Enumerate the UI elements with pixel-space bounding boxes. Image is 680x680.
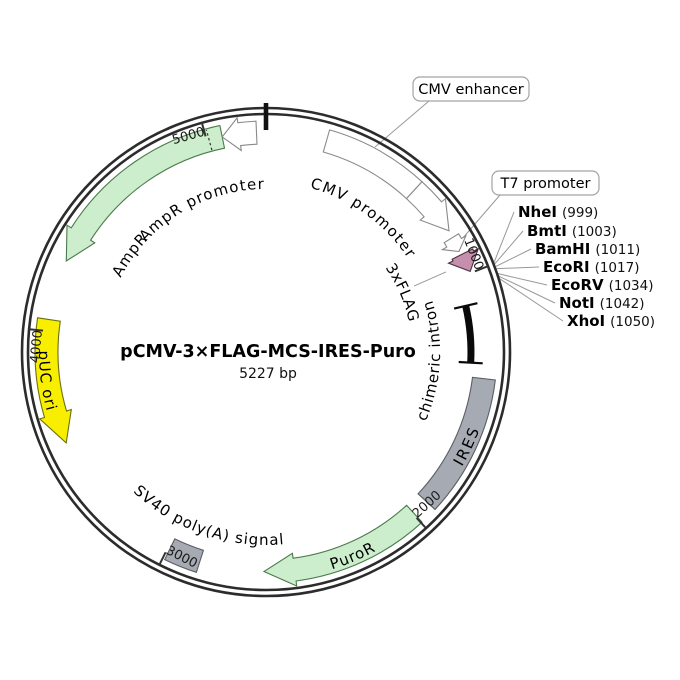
plasmid-title: pCMV-3×FLAG-MCS-IRES-Puro <box>120 342 416 362</box>
tick-2000 <box>415 517 427 529</box>
feature-chimeric-intron-cap-0 <box>453 302 478 310</box>
callouts-layer: CMV enhancer T7 promoter <box>412 76 600 196</box>
callout-t7-promoter-label: T7 promoter <box>500 176 591 192</box>
enzyme-BmtI-line <box>493 230 524 266</box>
enzyme-XhoI-line <box>498 277 564 322</box>
tick-3000 <box>158 551 167 566</box>
feature-sv40-polya[interactable] <box>163 538 205 573</box>
feature-cmv-promoter[interactable] <box>405 180 450 232</box>
feature-ampr-divider <box>205 129 213 151</box>
leader-lines-layer <box>374 100 564 322</box>
enzyme-BamHI-line <box>494 248 532 268</box>
enzyme-EcoRI-line <box>495 266 540 270</box>
enzyme-NotI[interactable]: NotI(1042) <box>559 294 645 312</box>
enzyme-NheI-line <box>493 211 515 264</box>
enzyme-NheI[interactable]: NheI(999) <box>518 203 598 221</box>
feature-label-sv40-polya: SV40 poly(A) signal <box>130 481 285 549</box>
feature-ampr[interactable] <box>65 124 226 263</box>
callout-cmv-enhancer-label: CMV enhancer <box>418 82 523 98</box>
callout-t7-promoter-box[interactable] <box>491 170 600 196</box>
features-layer <box>34 116 496 587</box>
callout-t7-promoter-line <box>461 194 501 240</box>
callout-cmv-enhancer-line <box>374 100 430 148</box>
enzyme-BmtI[interactable]: BmtI(1003) <box>527 222 617 240</box>
tick-5000 <box>200 122 207 137</box>
feature-ires[interactable] <box>417 376 496 511</box>
feature-chimeric-intron-cap-1 <box>458 360 483 365</box>
tick-4000 <box>28 328 44 332</box>
enzyme-EcoRI[interactable]: EcoRI(1017) <box>543 258 639 276</box>
feature-flag-3x-leader-line <box>413 271 447 287</box>
feature-flag-3x[interactable] <box>447 247 480 273</box>
enzyme-EcoRV[interactable]: EcoRV(1034) <box>551 276 654 294</box>
feature-puror[interactable] <box>262 504 423 587</box>
feature-t7-promoter[interactable] <box>440 233 467 253</box>
tick-label-4000: 4000 <box>28 329 46 363</box>
enzyme-labels-layer: NheI(999)BmtI(1003)BamHI(1011)EcoRI(1017… <box>518 203 655 330</box>
feature-label-ampr-promoter: AmpR promoter <box>135 175 265 245</box>
enzyme-NotI-line <box>497 275 556 304</box>
callout-cmv-enhancer-box[interactable] <box>412 76 530 102</box>
feature-ampr-promoter[interactable] <box>221 116 258 152</box>
enzyme-EcoRV-line <box>496 272 548 286</box>
feature-label-flag-3x: 3xFLAG <box>382 260 423 324</box>
tick-1000 <box>474 265 489 273</box>
plasmid-size: 5227 bp <box>239 366 297 382</box>
backbone-layer <box>20 103 512 598</box>
enzyme-BamHI[interactable]: BamHI(1011) <box>535 240 640 258</box>
feature-puc-ori[interactable] <box>34 317 72 444</box>
feature-chimeric-intron[interactable] <box>462 305 475 363</box>
enzyme-XhoI[interactable]: XhoI(1050) <box>567 312 655 330</box>
